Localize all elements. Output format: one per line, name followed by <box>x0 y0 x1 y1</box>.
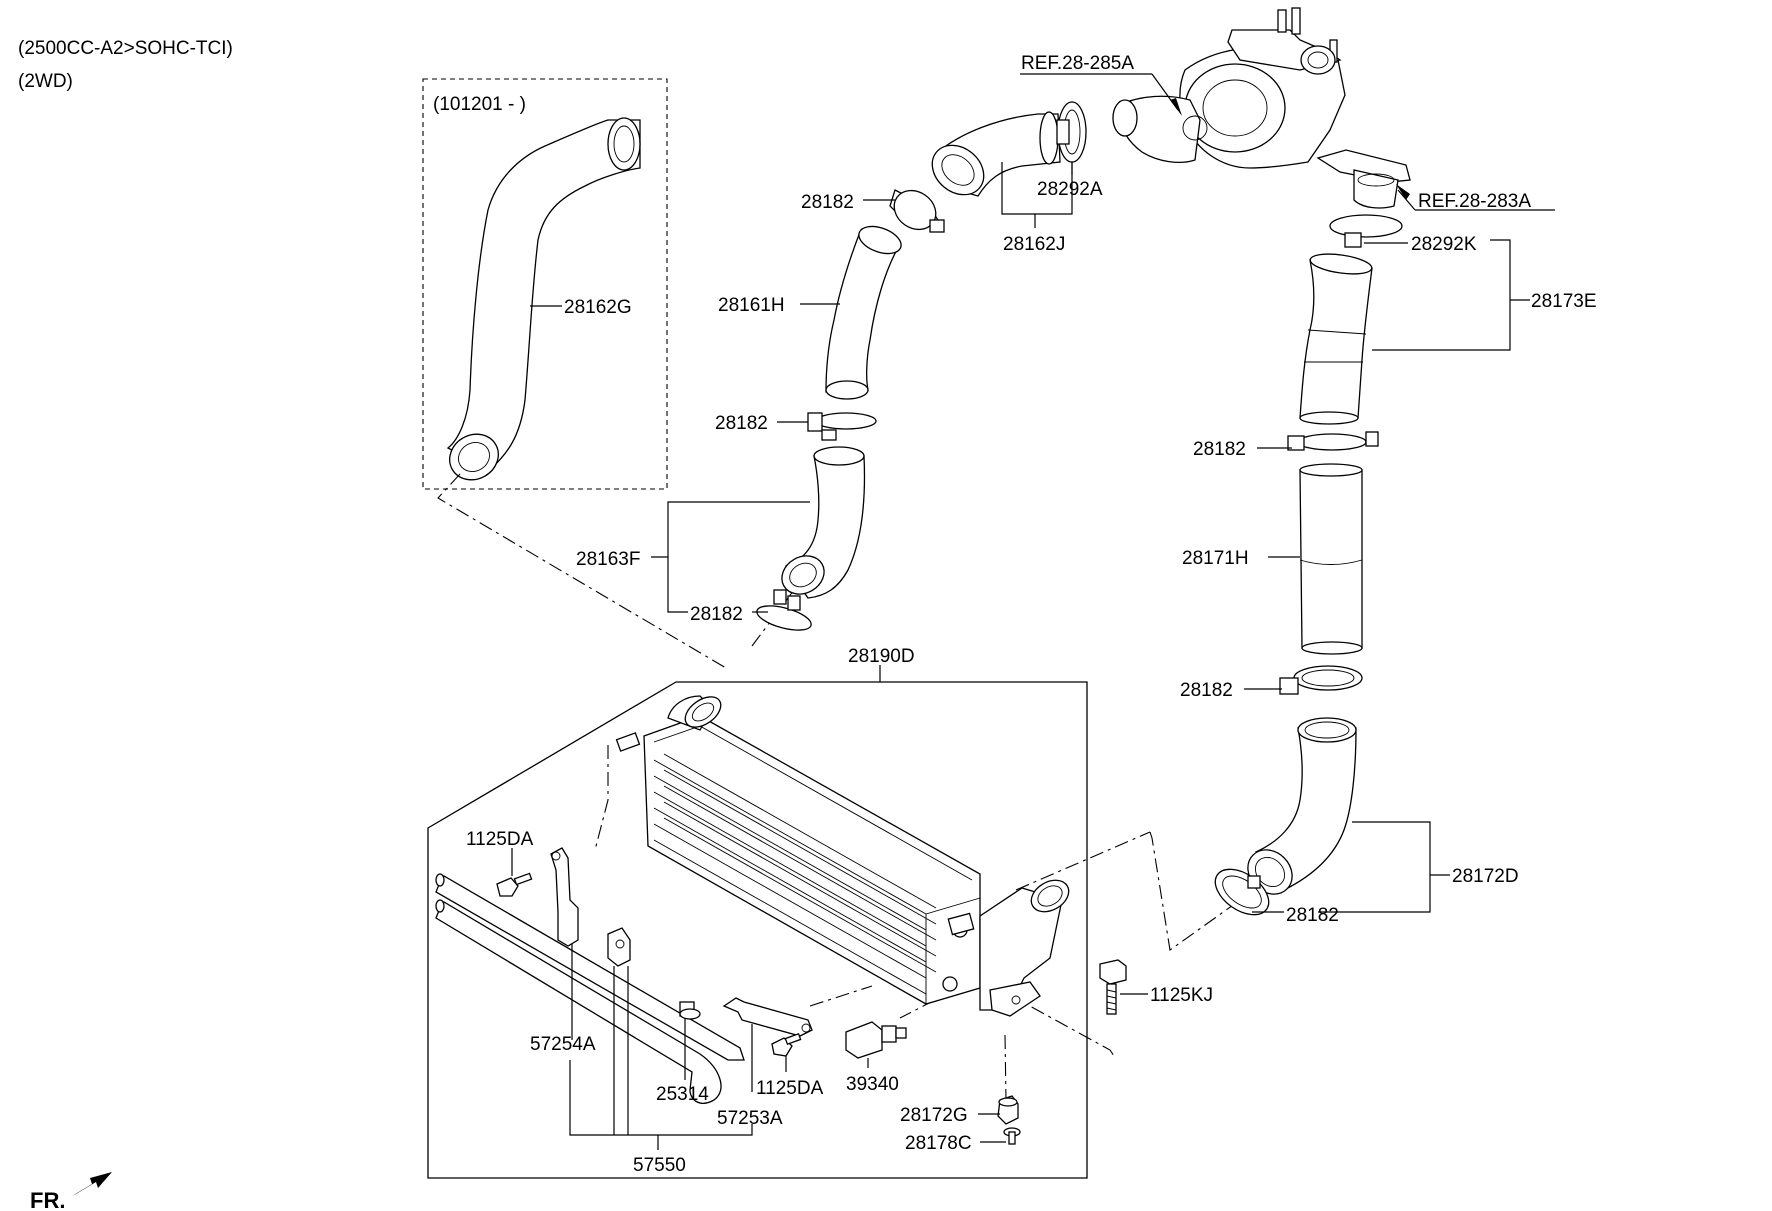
part-label-28178c[interactable]: 28178C <box>905 1133 972 1154</box>
hose-28163f[interactable] <box>775 446 866 602</box>
clamp-28182-c[interactable] <box>754 589 813 635</box>
ref-28-285a-label[interactable]: REF.28-285A <box>1021 53 1134 74</box>
grommet-25314[interactable] <box>679 1001 701 1020</box>
sensor-39340[interactable] <box>845 1021 907 1059</box>
clamp-28292k[interactable] <box>1329 214 1403 248</box>
part-label-28171h[interactable]: 28171H <box>1182 548 1249 569</box>
part-label-28292k[interactable]: 28292K <box>1411 234 1477 255</box>
part-label-28162g[interactable]: 28162G <box>564 297 632 318</box>
mount-28172g[interactable] <box>997 1095 1019 1125</box>
part-label-28292a[interactable]: 28292A <box>1037 179 1103 200</box>
front-direction-arrow <box>72 1172 112 1196</box>
part-label-57253a[interactable]: 57253A <box>717 1108 783 1129</box>
bolt-1125kj[interactable] <box>1099 959 1127 1015</box>
hose-rod-57550[interactable] <box>435 873 745 1104</box>
clamp-28182-a[interactable] <box>887 183 945 238</box>
turbocharger-assembly[interactable] <box>1112 7 1346 169</box>
clamp-28182-d[interactable] <box>1287 431 1379 451</box>
bolt-1125da-b[interactable] <box>771 1032 802 1057</box>
hose-28171h[interactable] <box>1299 463 1363 655</box>
option-date-range: (101201 - ) <box>433 94 526 115</box>
clamp-28182-f[interactable] <box>1207 860 1277 924</box>
part-label-28182-c[interactable]: 28182 <box>690 604 743 625</box>
part-label-39340[interactable]: 39340 <box>846 1074 899 1095</box>
bolt-1125da-a[interactable] <box>496 872 533 897</box>
part-label-28182-d[interactable]: 28182 <box>1193 439 1246 460</box>
bracket-57254a[interactable] <box>550 847 579 947</box>
part-label-28182-f[interactable]: 28182 <box>1286 905 1339 926</box>
part-label-28182-a[interactable]: 28182 <box>801 192 854 213</box>
option-box: (101201 - ) <box>422 78 668 490</box>
part-label-57550[interactable]: 57550 <box>633 1155 686 1176</box>
part-label-28172d[interactable]: 28172D <box>1452 866 1519 887</box>
hose-28162g[interactable] <box>441 117 641 489</box>
clamp-28182-b[interactable] <box>807 412 877 441</box>
part-label-28190d[interactable]: 28190D <box>848 646 915 667</box>
ref-28-283a-label[interactable]: REF.28-283A <box>1418 191 1531 212</box>
clamp-28182-e[interactable] <box>1279 665 1363 695</box>
screw-28178c[interactable] <box>1003 1127 1021 1145</box>
hose-28161h[interactable] <box>825 221 905 400</box>
part-label-28161h[interactable]: 28161H <box>718 295 785 316</box>
hose-28162j[interactable] <box>922 111 1061 205</box>
intercooler-28190d[interactable] <box>615 691 1075 1017</box>
front-direction-label: FR. <box>30 1188 65 1211</box>
flange-ref-28-283a[interactable] <box>1316 149 1411 209</box>
engine-spec-label: (2500CC-A2>SOHC-TCI) <box>18 38 233 59</box>
bracket-57253a[interactable] <box>722 997 813 1037</box>
hose-28173e[interactable] <box>1299 251 1373 425</box>
part-label-28173e[interactable]: 28173E <box>1531 291 1597 312</box>
part-label-25314[interactable]: 25314 <box>656 1084 709 1105</box>
part-label-28182-e[interactable]: 28182 <box>1180 680 1233 701</box>
clamp-28292a[interactable] <box>1056 101 1087 163</box>
part-label-1125da-b[interactable]: 1125DA <box>756 1078 824 1099</box>
part-label-1125kj[interactable]: 1125KJ <box>1150 985 1213 1006</box>
part-label-28182-b[interactable]: 28182 <box>715 413 768 434</box>
drive-spec-label: (2WD) <box>18 71 73 92</box>
part-label-28172g[interactable]: 28172G <box>900 1105 968 1126</box>
clip-57550[interactable] <box>607 927 631 967</box>
intercooler-box-28190d <box>427 681 1088 1179</box>
hose-28172d[interactable] <box>1239 717 1357 903</box>
part-label-28162j[interactable]: 28162J <box>1003 234 1065 255</box>
part-label-1125da-a[interactable]: 1125DA <box>466 829 534 850</box>
part-label-57254a[interactable]: 57254A <box>530 1034 596 1055</box>
part-label-28163f[interactable]: 28163F <box>576 549 640 570</box>
